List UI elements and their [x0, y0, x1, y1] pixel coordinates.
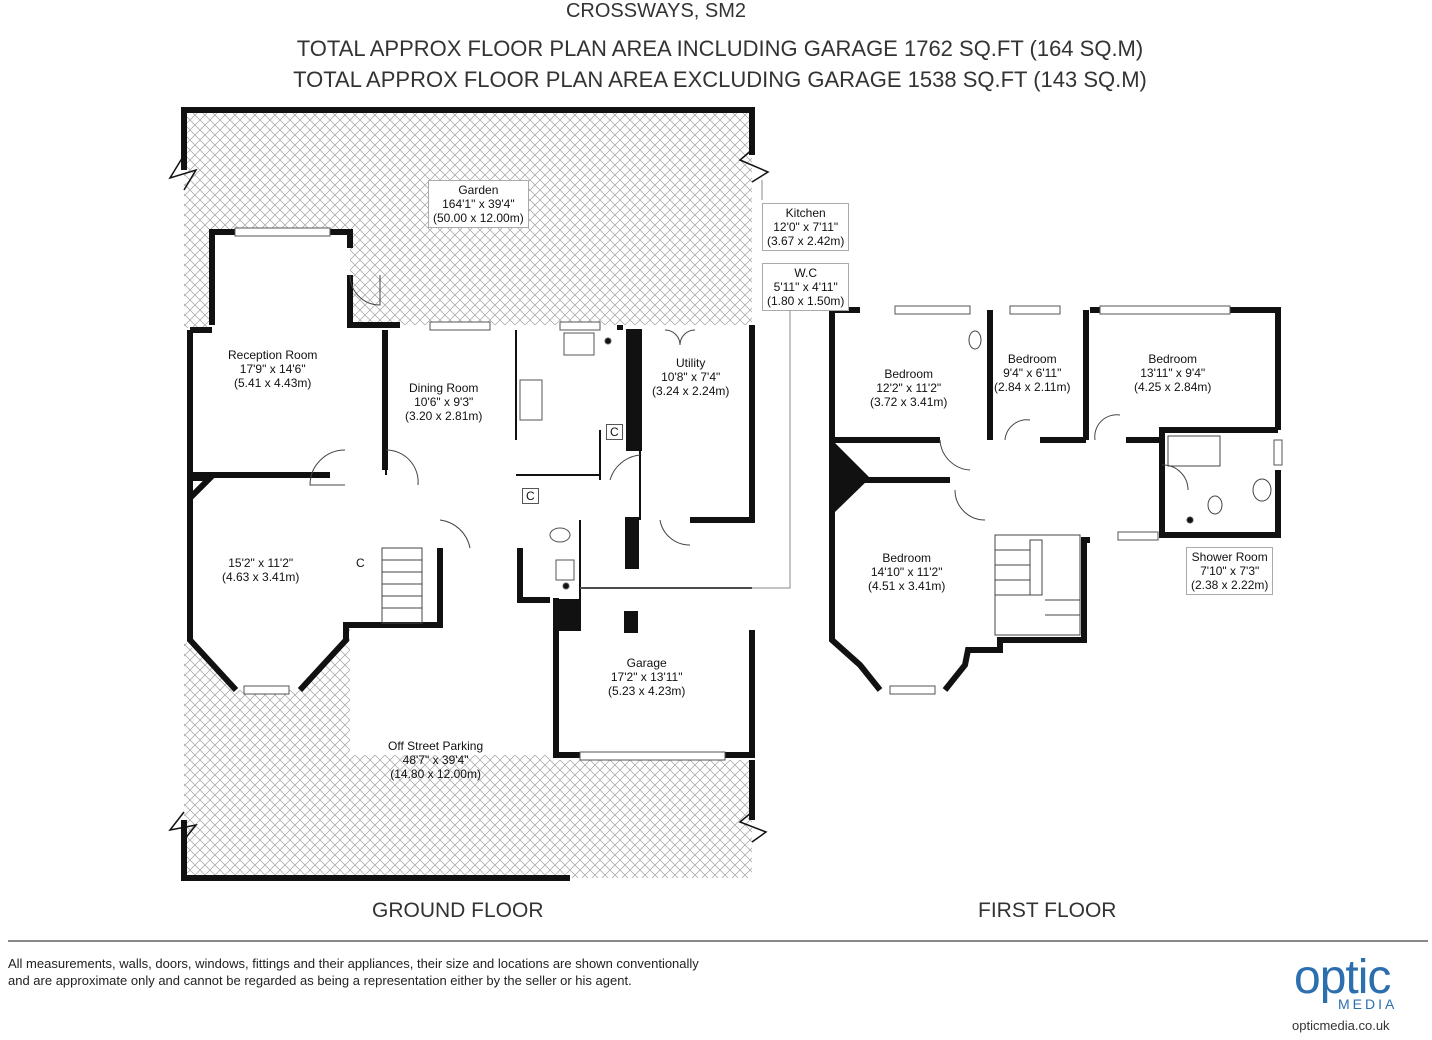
room-label-front-room: 15'2" x 11'2"(4.63 x 3.41m): [222, 556, 300, 584]
first-floor-doors: [939, 414, 1189, 521]
ground-floor-stairs: [381, 547, 423, 624]
ground-floor-windows: [234, 227, 726, 761]
logo-wordmark: optic: [1294, 951, 1391, 1004]
cupboard-label-understairs: C: [356, 556, 365, 570]
cupboard-label-hall: C: [522, 488, 539, 504]
disclaimer-text: All measurements, walls, doors, windows,…: [8, 956, 699, 988]
logo-subtitle: MEDIA: [1338, 996, 1398, 1012]
property-title: CROSSWAYS, SM2: [565, 0, 747, 22]
first-floor-footprint: [832, 310, 1278, 690]
kitchen-fittings: [519, 332, 612, 590]
footer-divider: [8, 940, 1428, 942]
first-floor-windows: [889, 305, 1283, 695]
ground-floor-footprint: [190, 232, 752, 755]
optic-media-logo: optic MEDIA opticmedia.co.uk: [1290, 950, 1430, 1040]
area-including-garage: TOTAL APPROX FLOOR PLAN AREA INCLUDING G…: [296, 36, 1144, 61]
floor-plan-drawing: [168, 107, 1283, 881]
area-excluding-garage: TOTAL APPROX FLOOR PLAN AREA EXCLUDING G…: [293, 67, 1147, 92]
logo-url: opticmedia.co.uk: [1292, 1018, 1390, 1033]
label-leaders: [580, 180, 791, 589]
first-floor-label: FIRST FLOOR: [978, 899, 1117, 922]
break-marks: [168, 149, 770, 843]
ground-floor-label: GROUND FLOOR: [372, 899, 544, 922]
first-floor-chimney: [835, 443, 870, 512]
ground-floor-doors: [309, 274, 696, 549]
first-floor-stairs: [968, 330, 1272, 636]
cupboard-label-kitchen: C: [606, 424, 623, 440]
